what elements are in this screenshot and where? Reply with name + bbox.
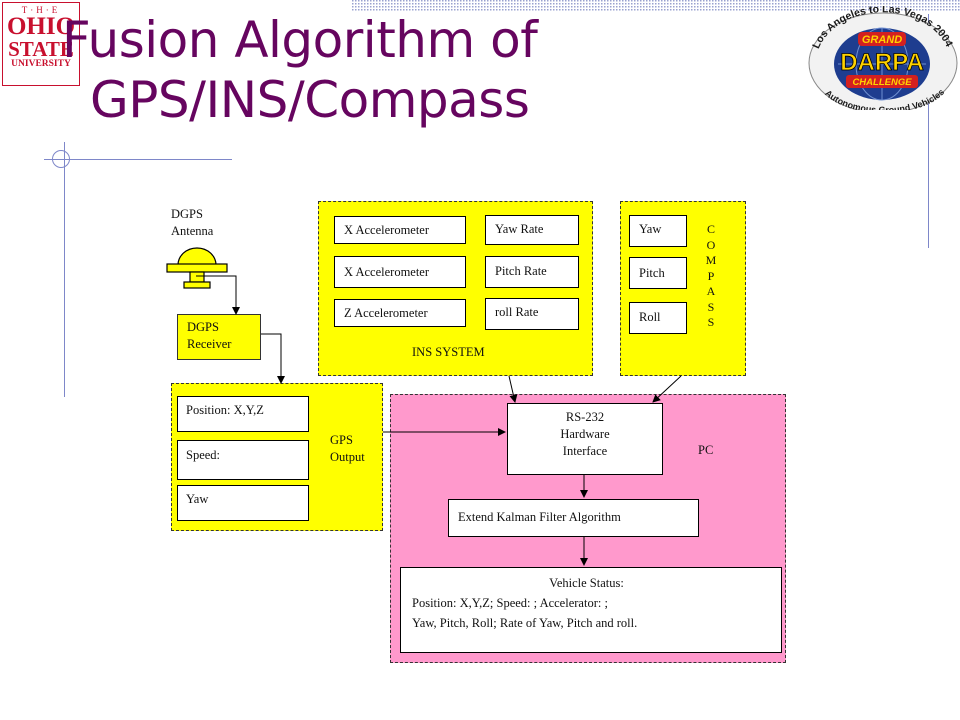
dgps-antenna-label-line1: DGPS — [171, 207, 203, 221]
gps-position-label: Position: X,Y,Z — [186, 403, 264, 417]
gps-output-panel: Position: X,Y,Z Speed: Yaw GPS Output — [171, 383, 383, 531]
ins-accel-3: Z Accelerometer — [334, 299, 466, 327]
compass-panel: Yaw Pitch Roll C O M P A S S — [620, 201, 746, 376]
vehicle-status-box: Vehicle Status: Position: X,Y,Z; Speed: … — [400, 567, 782, 653]
compass-roll: Roll — [629, 302, 687, 334]
ins-system-label: INS SYSTEM — [412, 345, 485, 359]
compass-yaw: Yaw — [629, 215, 687, 247]
compass-letter-s2: S — [707, 315, 715, 329]
pc-panel: PC RS-232 Hardware Interface Extend Kalm… — [390, 394, 786, 663]
ins-rate-3: roll Rate — [485, 298, 579, 330]
compass-roll-label: Roll — [639, 310, 661, 324]
dgps-receiver-line2: Receiver — [187, 337, 232, 351]
ins-accel-3-label: Z Accelerometer — [344, 306, 428, 320]
pc-label: PC — [698, 443, 714, 457]
compass-pitch-label: Pitch — [639, 266, 665, 280]
vehicle-status-line2: Yaw, Pitch, Roll; Rate of Yaw, Pitch and… — [412, 616, 638, 630]
rs232-line3: Interface — [562, 444, 608, 458]
dgps-antenna-label: DGPS Antenna — [171, 206, 213, 240]
ins-accel-1-label: X Accelerometer — [344, 223, 430, 237]
compass-letter-s1: S — [707, 299, 715, 314]
ins-rate-1: Yaw Rate — [485, 215, 579, 245]
right-accent-line — [928, 14, 929, 248]
header-rule-circle — [52, 150, 70, 168]
osu-logo-the: T·H·E — [21, 5, 61, 15]
dgps-antenna-label-line2: Antenna — [171, 224, 214, 238]
vehicle-status-line1: Position: X,Y,Z; Speed: ; Accelerator: ; — [412, 596, 608, 610]
gps-yaw: Yaw — [177, 485, 309, 521]
vehicle-status-title: Vehicle Status: — [549, 576, 624, 590]
gps-speed-label: Speed: — [186, 448, 221, 462]
ins-rate-1-label: Yaw Rate — [495, 222, 544, 236]
rs232-line1: RS-232 — [565, 410, 605, 424]
gps-speed: Speed: — [177, 440, 309, 480]
ekf-algorithm-label: Extend Kalman Filter Algorithm — [458, 510, 621, 524]
ekf-algorithm-box: Extend Kalman Filter Algorithm — [448, 499, 699, 537]
ins-accel-2: X Accelerometer — [334, 256, 466, 288]
left-accent-line — [64, 142, 65, 397]
ins-system-panel: X Accelerometer X Accelerometer Z Accele… — [318, 201, 593, 376]
receiver-to-gps-output-connector — [261, 333, 285, 384]
header-pattern-band — [352, 0, 960, 12]
slide-title-line2: GPS/INS/Compass — [90, 71, 530, 129]
dgps-receiver-line1: DGPS — [187, 320, 219, 334]
ins-rate-2: Pitch Rate — [485, 256, 579, 288]
antenna-to-receiver-connector — [196, 275, 240, 315]
dgps-receiver-box: DGPS Receiver — [177, 314, 261, 360]
compass-letter-a: A — [706, 284, 716, 298]
compass-pitch: Pitch — [629, 257, 687, 289]
slide-title-line1: Fusion Algorithm of — [62, 11, 538, 69]
darpa-grand-challenge-logo: Los Angeles to Las Vegas 2004 GRAND DARP… — [808, 6, 958, 110]
slide-title: Fusion Algorithm of GPS/INS/Compass — [62, 10, 622, 130]
rs232-line2: Hardware — [560, 427, 610, 441]
darpa-grand-text: GRAND — [862, 34, 902, 46]
compass-letter-o: O — [706, 237, 716, 252]
osu-logo-university: UNIVERSITY — [11, 59, 71, 69]
rs232-interface-box: RS-232 Hardware Interface — [507, 403, 663, 475]
compass-letter-m: M — [705, 253, 717, 267]
ohio-state-logo: T·H·E OHIO STATE UNIVERSITY — [2, 2, 80, 86]
gps-output-label: GPS Output — [330, 432, 365, 466]
gps-output-label-line2: Output — [330, 450, 365, 464]
gps-position: Position: X,Y,Z — [177, 396, 309, 432]
gps-yaw-label: Yaw — [186, 492, 209, 506]
compass-letter-p: P — [707, 268, 715, 283]
ins-accel-2-label: X Accelerometer — [344, 265, 430, 279]
osu-logo-state: STATE — [8, 37, 74, 61]
ins-accel-1: X Accelerometer — [334, 216, 466, 244]
ins-to-rs232-connector — [508, 375, 518, 403]
osu-logo-ohio: OHIO — [6, 13, 76, 40]
gps-output-label-line1: GPS — [330, 433, 353, 447]
compass-yaw-label: Yaw — [639, 222, 662, 236]
darpa-darpa-text: DARPA — [840, 49, 924, 76]
ins-rate-3-label: roll Rate — [495, 305, 539, 319]
compass-to-rs232-connector — [652, 375, 682, 403]
compass-letter-c: C — [706, 222, 715, 236]
ins-rate-2-label: Pitch Rate — [495, 264, 547, 278]
dgps-antenna-icon — [166, 247, 228, 289]
header-rule-line — [44, 159, 232, 160]
compass-vertical-label: C O M P A S S — [705, 222, 717, 331]
darpa-challenge-text: CHALLENGE — [852, 77, 912, 88]
